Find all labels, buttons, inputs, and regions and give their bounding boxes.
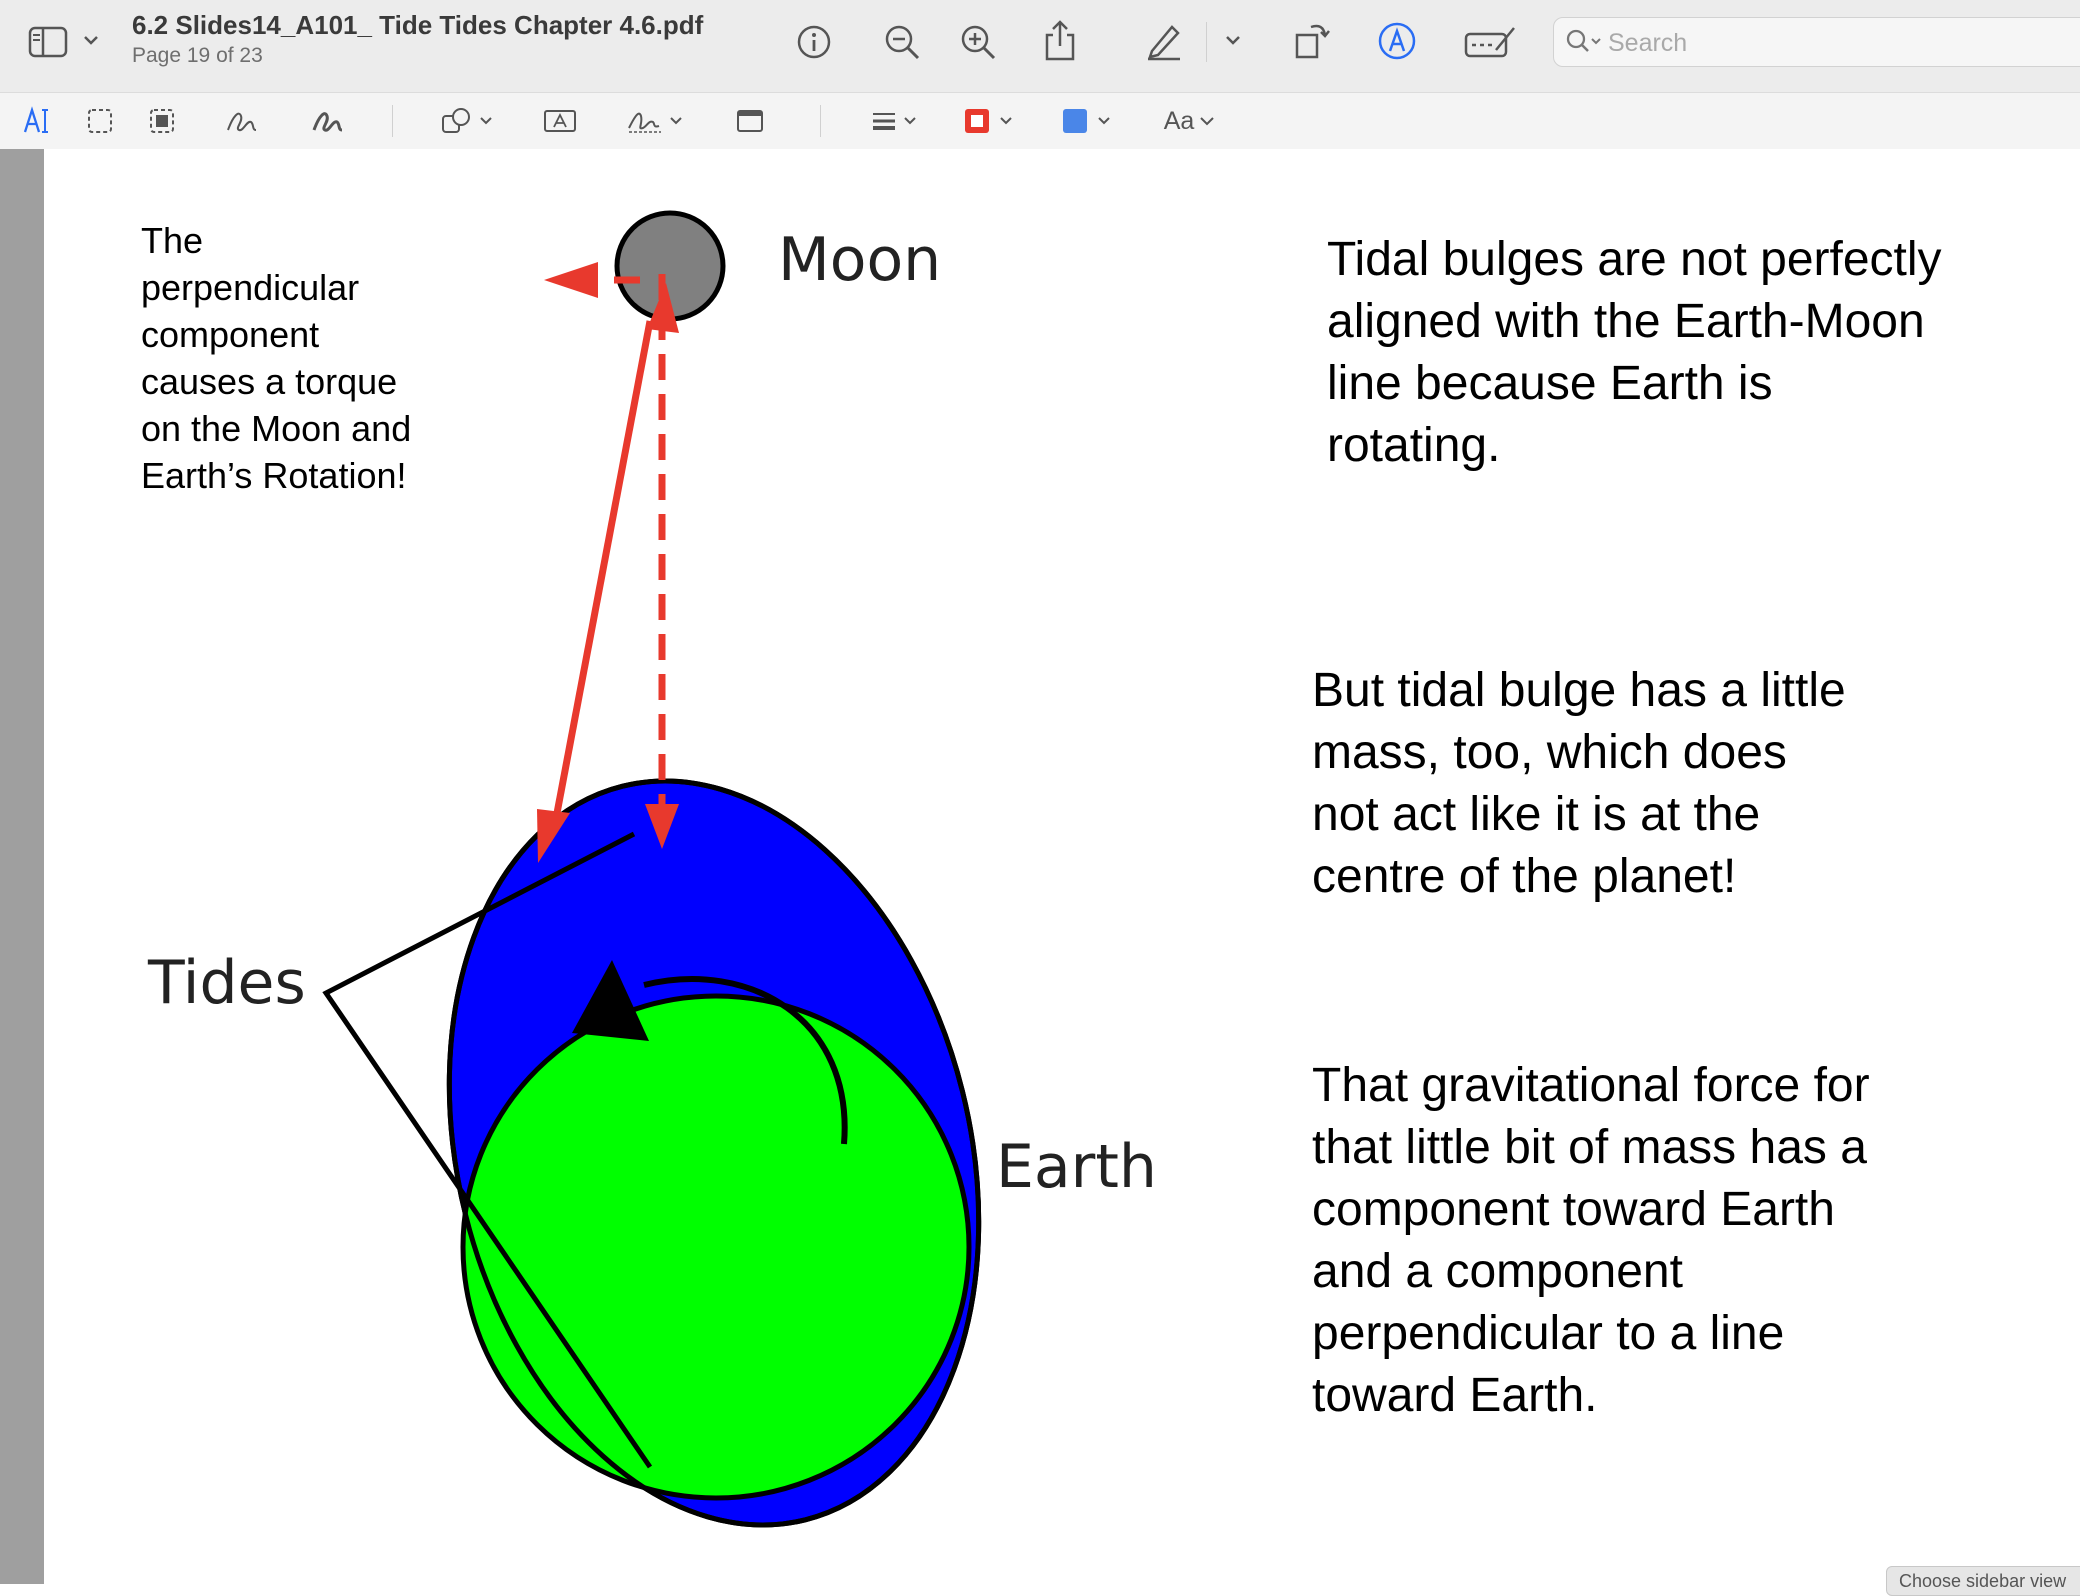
paragraph-line: line because Earth is: [1327, 357, 1773, 410]
toolbar-divider: [820, 105, 821, 137]
paragraph-line: aligned with the Earth-Moon: [1327, 295, 1925, 348]
note-line: The: [141, 220, 204, 261]
zoom-in-icon[interactable]: [956, 20, 1000, 64]
pdf-page: Moon Tides Earth The perpendicular compo…: [44, 149, 2080, 1584]
info-icon[interactable]: [792, 20, 836, 64]
toolbar-divider: [392, 105, 393, 137]
page-indicator: Page 19 of 23: [132, 44, 263, 67]
share-icon[interactable]: [1038, 16, 1082, 64]
shapes-icon[interactable]: [440, 103, 496, 139]
rotation-arrowhead: [572, 960, 649, 1041]
force-arrow-diagonal: [550, 320, 654, 830]
markup-toolbar: Aa: [0, 92, 2080, 150]
choose-sidebar-view-button[interactable]: Choose sidebar view: [1886, 1566, 2080, 1596]
toolbar-divider: [1206, 22, 1207, 62]
fill-color-icon[interactable]: [1060, 103, 1120, 139]
paragraph-tidal-bulges: Tidal bulges are not perfectly aligned w…: [1327, 229, 1942, 477]
earth-label: Earth: [996, 1132, 1157, 1202]
rotation-arrow: [643, 976, 848, 1145]
search-input[interactable]: Search: [1553, 17, 2080, 67]
note-line: perpendicular: [141, 267, 360, 308]
force-arrowhead-bottom: [537, 809, 570, 863]
tides-diagram: [322, 210, 982, 1528]
paragraph-line: rotating.: [1327, 419, 1501, 472]
force-arrowhead-vertical: [645, 804, 679, 849]
paragraph-line: mass, too, which does: [1312, 726, 1787, 779]
paragraph-line: perpendicular to a line: [1312, 1307, 1785, 1360]
tides-label: Tides: [148, 948, 306, 1018]
chevron-down-icon[interactable]: [80, 28, 102, 52]
document-title: 6.2 Slides14_A101_ Tide Tides Chapter 4.…: [132, 10, 704, 40]
sketch-icon[interactable]: [222, 103, 262, 139]
moon-label: Moon: [778, 225, 942, 295]
force-arrowhead-left: [544, 262, 598, 298]
sidebar-strip: [0, 149, 44, 1584]
chevron-down-icon[interactable]: [1222, 28, 1244, 52]
form-fill-icon[interactable]: [1464, 20, 1516, 64]
paragraph-line: not act like it is at the: [1312, 788, 1761, 841]
text-selection-icon[interactable]: [20, 103, 56, 139]
tides-pointer: [322, 831, 653, 1469]
text-style-label: Aa: [1163, 106, 1195, 135]
paragraph-line: and a component: [1312, 1245, 1683, 1298]
torque-note: The perpendicular component causes a tor…: [141, 217, 411, 499]
line-style-icon[interactable]: [868, 103, 924, 139]
window-toolbar: 6.2 Slides14_A101_ Tide Tides Chapter 4.…: [0, 0, 2080, 92]
paragraph-line: That gravitational force for: [1312, 1059, 1870, 1112]
note-line: component: [141, 314, 320, 355]
highlight-pen-icon[interactable]: [1142, 18, 1186, 64]
paragraph-force-components: That gravitational force for that little…: [1312, 1055, 1870, 1427]
paragraph-bulge-mass: But tidal bulge has a little mass, too, …: [1312, 660, 1846, 908]
search-placeholder: Search: [1608, 29, 1688, 57]
border-color-icon[interactable]: [962, 103, 1022, 139]
markup-icon[interactable]: [1374, 18, 1420, 64]
search-icon: [1564, 27, 1604, 62]
note-icon[interactable]: [732, 103, 768, 139]
rotate-icon[interactable]: [1290, 16, 1334, 64]
note-line: causes a torque: [141, 361, 398, 402]
paragraph-line: But tidal bulge has a little: [1312, 664, 1846, 717]
rect-selection-icon[interactable]: [82, 103, 118, 139]
signature-icon[interactable]: [624, 103, 688, 139]
text-box-icon[interactable]: [540, 103, 580, 139]
paragraph-line: centre of the planet!: [1312, 850, 1737, 903]
paragraph-line: Tidal bulges are not perfectly: [1327, 233, 1942, 286]
smart-lasso-icon[interactable]: [144, 103, 180, 139]
note-line: on the Moon and: [141, 408, 412, 449]
earth-body: [460, 993, 972, 1501]
note-line: Earth’s Rotation!: [141, 455, 407, 496]
zoom-out-icon[interactable]: [880, 20, 924, 64]
force-arrowhead-top: [647, 283, 679, 333]
paragraph-line: component toward Earth: [1312, 1183, 1835, 1236]
draw-icon[interactable]: [308, 103, 348, 139]
text-style-icon[interactable]: Aa: [1160, 103, 1220, 139]
sidebar-icon[interactable]: [26, 22, 70, 62]
paragraph-line: toward Earth.: [1312, 1369, 1598, 1422]
paragraph-line: that little bit of mass has a: [1312, 1121, 1867, 1174]
